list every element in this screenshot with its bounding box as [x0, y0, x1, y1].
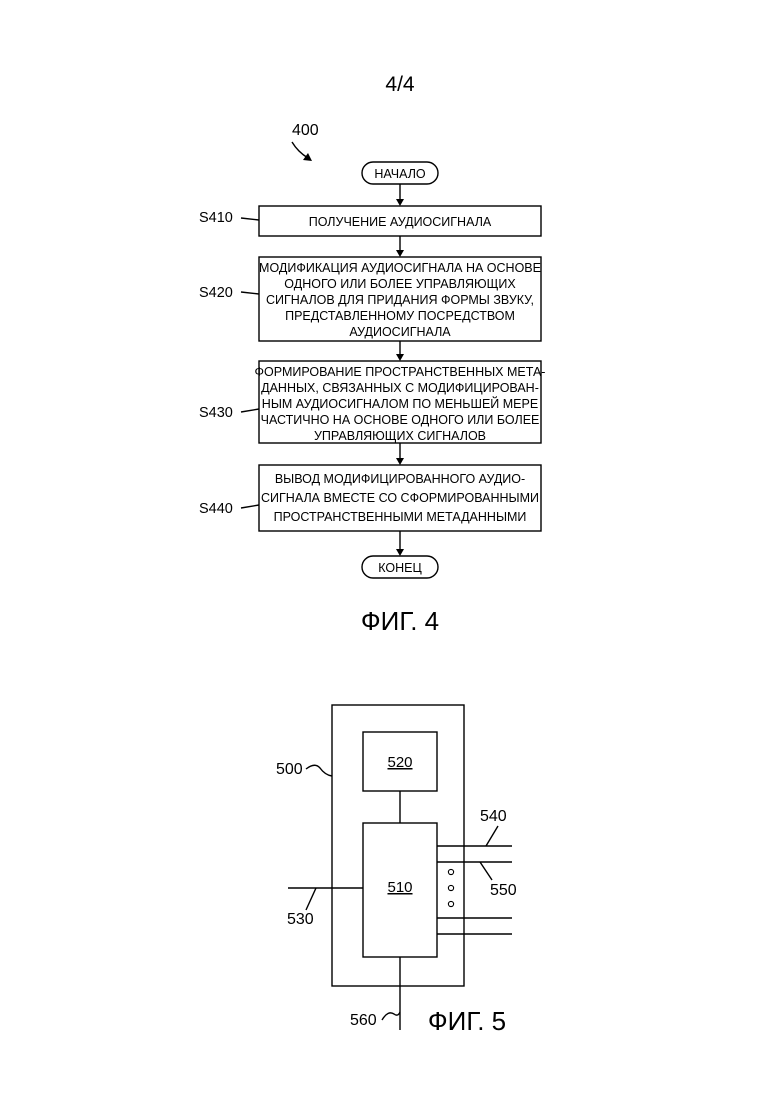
step-s440-line-2: СИГНАЛА ВМЕСТЕ СО СФОРМИРОВАННЫМИ [261, 491, 539, 505]
step-s430-line-3: НЫМ АУДИОСИГНАЛОМ ПО МЕНЬШЕЙ МЕРЕ [262, 396, 538, 411]
port-540-leader [486, 826, 498, 846]
arrow-head-1 [396, 199, 404, 206]
fig5-caption: ФИГ. 5 [428, 1006, 506, 1036]
step-s440-line-3: ПРОСТРАНСТВЕННЫМИ МЕТАДАННЫМИ [274, 510, 527, 524]
step-s440-leader [241, 505, 259, 508]
device-500-leader [306, 765, 332, 776]
reference-arrow-head [303, 153, 312, 161]
step-s420-line-5: АУДИОСИГНАЛА [349, 325, 451, 339]
step-s430-leader [241, 409, 259, 412]
step-s410-label: S410 [199, 210, 233, 226]
ellipsis-dot-1 [448, 869, 453, 874]
step-s430-label: S430 [199, 405, 233, 421]
ellipsis-dot-3 [448, 901, 453, 906]
block-510-label: 510 [387, 879, 412, 896]
fig4-reference-number: 400 [292, 122, 319, 139]
page-number: 4/4 [385, 73, 415, 96]
device-500-label: 500 [276, 761, 303, 778]
arrow-head-5 [396, 549, 404, 556]
step-s430-line-4: ЧАСТИЧНО НА ОСНОВЕ ОДНОГО ИЛИ БОЛЕЕ [261, 413, 540, 427]
step-s420-line-4: ПРЕДСТАВЛЕННОМУ ПОСРЕДСТВОМ [285, 309, 515, 323]
port-540-label: 540 [480, 808, 507, 825]
step-s440-line-1: ВЫВОД МОДИФИЦИРОВАННОГО АУДИО- [275, 472, 525, 486]
input-530-label: 530 [287, 911, 314, 928]
start-label: НАЧАЛО [374, 167, 426, 181]
end-label: КОНЕЦ [378, 561, 422, 575]
step-s410-leader [241, 218, 259, 220]
ellipsis-dot-2 [448, 885, 453, 890]
step-s410-text: ПОЛУЧЕНИЕ АУДИОСИГНАЛА [309, 215, 492, 229]
output-560-leader [382, 1012, 400, 1020]
step-s420-line-2: ОДНОГО ИЛИ БОЛЕЕ УПРАВЛЯЮЩИХ [284, 277, 516, 291]
step-s430-line-5: УПРАВЛЯЮЩИХ СИГНАЛОВ [314, 429, 486, 443]
arrow-head-2 [396, 250, 404, 257]
step-s430-line-2: ДАННЫХ, СВЯЗАННЫХ С МОДИФИЦИРОВАН- [261, 381, 539, 395]
arrow-head-3 [396, 354, 404, 361]
step-s420-leader [241, 292, 259, 294]
port-550-leader [480, 862, 492, 880]
step-s420-label: S420 [199, 285, 233, 301]
input-530-leader [306, 888, 316, 910]
fig4-caption: ФИГ. 4 [361, 606, 439, 636]
output-560-label: 560 [350, 1012, 377, 1029]
port-550-label: 550 [490, 882, 517, 899]
step-s430-line-1: ФОРМИРОВАНИЕ ПРОСТРАНСТВЕННЫХ МЕТА- [255, 365, 546, 379]
arrow-head-4 [396, 458, 404, 465]
reference-leader-arrow [292, 142, 308, 158]
block-520-label: 520 [387, 754, 412, 771]
step-s420-line-1: МОДИФИКАЦИЯ АУДИОСИГНАЛА НА ОСНОВЕ [259, 261, 541, 275]
step-s440-label: S440 [199, 501, 233, 517]
step-s420-line-3: СИГНАЛОВ ДЛЯ ПРИДАНИЯ ФОРМЫ ЗВУКУ, [266, 293, 534, 307]
